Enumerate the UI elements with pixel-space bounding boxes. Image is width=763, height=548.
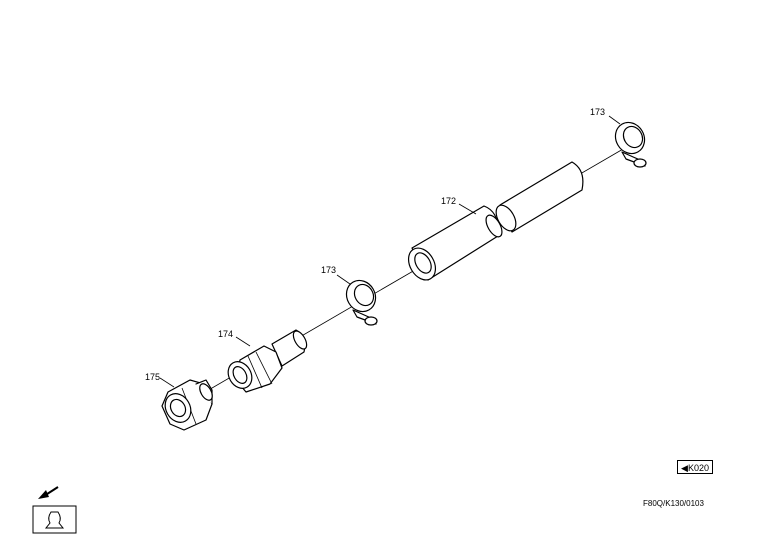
callout-173-mid: 173	[321, 265, 336, 275]
part-173-top-clamp[interactable]	[610, 117, 650, 168]
part-174-adapter[interactable]	[223, 329, 309, 393]
engine-symbol-icon	[32, 505, 77, 534]
arrow-down-left-icon	[38, 486, 59, 499]
reference-box-k020[interactable]: ◀K020	[677, 460, 713, 474]
part-175-nut[interactable]	[160, 379, 215, 431]
callout-174: 174	[218, 329, 233, 339]
reference-arrow-icon: ◀	[681, 463, 688, 473]
part-172-hose[interactable]	[403, 161, 584, 285]
callout-172: 172	[441, 196, 456, 206]
reference-code: K020	[687, 463, 709, 473]
drawing-code: F80Q/K130/0103	[643, 499, 704, 508]
part-173-mid-clamp[interactable]	[341, 275, 381, 326]
callout-173-top: 173	[590, 107, 605, 117]
callout-175: 175	[145, 372, 160, 382]
